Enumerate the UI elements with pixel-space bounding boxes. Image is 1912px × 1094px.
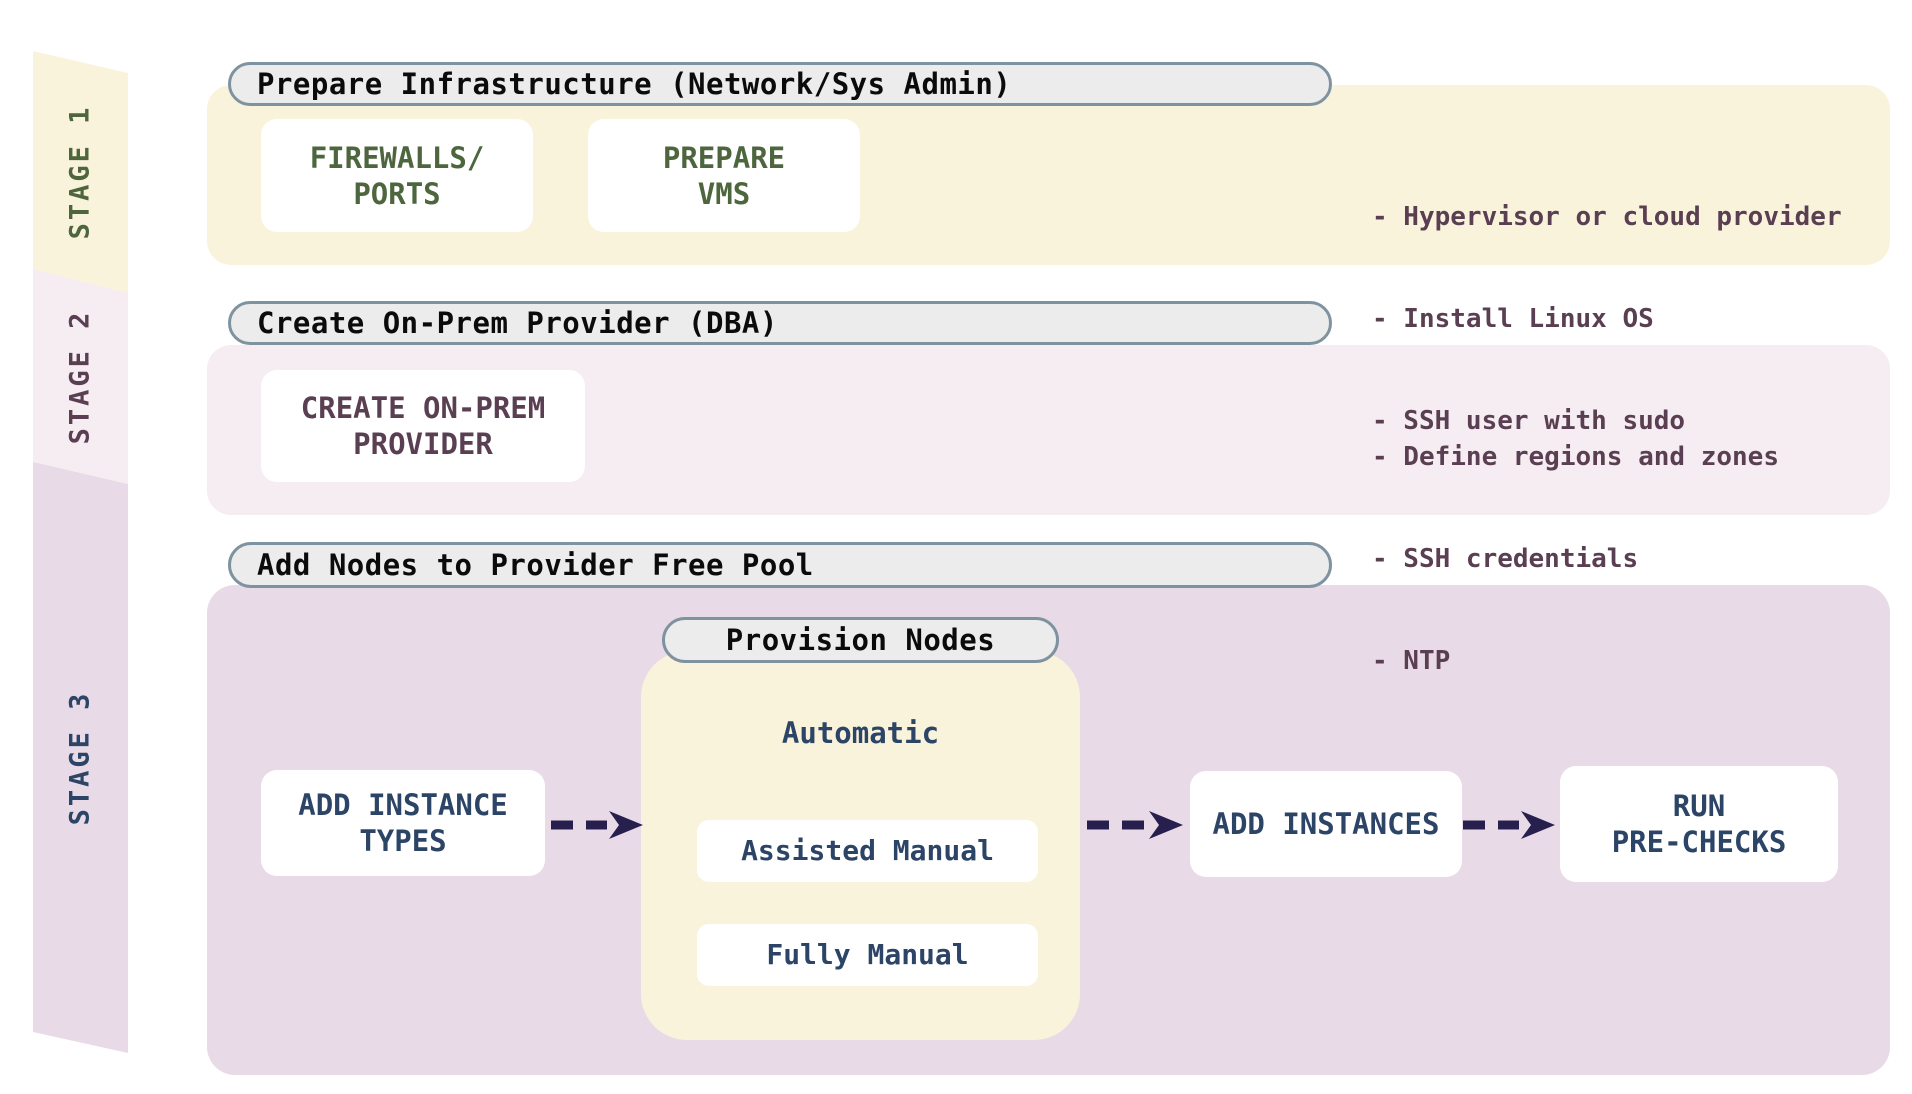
stage-1-ribbon-segment bbox=[33, 51, 128, 293]
stage-2-note-item: - SSH credentials bbox=[1372, 544, 1639, 574]
add-instances-box: ADD INSTANCES bbox=[1190, 771, 1462, 877]
provision-fully-manual-label: Fully Manual bbox=[766, 938, 969, 971]
stage-1-note-item: - Install Linux OS bbox=[1372, 304, 1654, 334]
dashed-arrow-icon bbox=[551, 811, 643, 839]
stage-2-title-pill: Create On-Prem Provider (DBA) bbox=[228, 301, 1332, 345]
dashed-arrow-icon bbox=[1087, 811, 1183, 839]
dashed-arrow-icon bbox=[1463, 811, 1555, 839]
add-instance-types-box: ADD INSTANCE TYPES bbox=[261, 770, 545, 876]
run-prechecks-box: RUN PRE-CHECKS bbox=[1560, 766, 1838, 882]
run-prechecks-label-line2: PRE-CHECKS bbox=[1611, 825, 1787, 859]
stage-3-title: Add Nodes to Provider Free Pool bbox=[257, 548, 814, 582]
stage-1-title: Prepare Infrastructure (Network/Sys Admi… bbox=[257, 67, 1012, 101]
stage-2-note-item: - Define regions and zones bbox=[1372, 442, 1779, 472]
add-instances-label: ADD INSTANCES bbox=[1212, 807, 1440, 841]
stage-1-note-item: - SSH user with sudo bbox=[1372, 406, 1686, 436]
provision-fully-manual-box: Fully Manual bbox=[697, 924, 1038, 986]
firewalls-ports-label-line2: PORTS bbox=[353, 176, 441, 211]
stage-ribbon bbox=[33, 51, 128, 1053]
create-onprem-provider-box: CREATE ON-PREM PROVIDER bbox=[261, 370, 585, 482]
stage-1-notes: - Hypervisor or cloud provider - Install… bbox=[1372, 132, 1842, 506]
provision-assisted-manual-label: Assisted Manual bbox=[741, 834, 994, 867]
prepare-vms-box: PREPARE VMS bbox=[588, 119, 860, 232]
run-prechecks-label-line1: RUN bbox=[1672, 789, 1726, 823]
provision-nodes-title: Provision Nodes bbox=[725, 623, 996, 657]
add-instance-types-label-line2: TYPES bbox=[359, 824, 447, 858]
firewalls-ports-label-line1: FIREWALLS/ bbox=[309, 140, 485, 175]
add-instance-types-label-line1: ADD INSTANCE bbox=[298, 788, 508, 822]
stage-2-ribbon-segment bbox=[33, 269, 128, 484]
stage-1-note-item: - Hypervisor or cloud provider bbox=[1372, 202, 1842, 232]
create-onprem-provider-label-line1: CREATE ON-PREM bbox=[300, 391, 546, 425]
provision-assisted-manual-box: Assisted Manual bbox=[697, 820, 1038, 882]
stage-2-title: Create On-Prem Provider (DBA) bbox=[257, 306, 778, 340]
stage-2-note-item: - NTP bbox=[1372, 646, 1451, 676]
stage-1-title-pill: Prepare Infrastructure (Network/Sys Admi… bbox=[228, 62, 1332, 106]
stage-3-ribbon-segment bbox=[33, 462, 128, 1053]
prepare-vms-label-line1: PREPARE bbox=[662, 140, 786, 175]
stage-3-ribbon-label: STAGE 3 bbox=[64, 690, 96, 826]
stage-2-ribbon-label: STAGE 2 bbox=[64, 309, 96, 445]
provision-nodes-title-pill: Provision Nodes bbox=[662, 617, 1059, 663]
stage-1-ribbon-label: STAGE 1 bbox=[64, 104, 96, 240]
stage-2-notes: - Define regions and zones - SSH credent… bbox=[1372, 372, 1779, 746]
provision-automatic-label: Automatic bbox=[781, 716, 940, 750]
prepare-vms-label-line2: VMS bbox=[697, 176, 751, 211]
firewalls-ports-box: FIREWALLS/ PORTS bbox=[261, 119, 533, 232]
create-onprem-provider-label-line2: PROVIDER bbox=[353, 427, 493, 461]
stage-3-title-pill: Add Nodes to Provider Free Pool bbox=[228, 542, 1332, 588]
